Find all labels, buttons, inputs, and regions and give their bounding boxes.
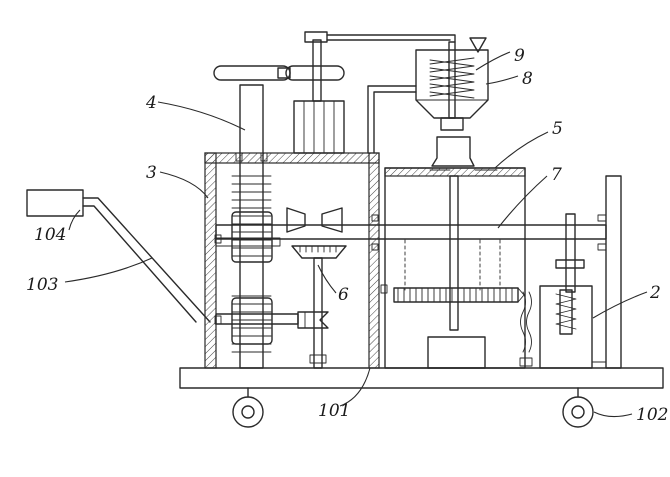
label-9: 9 [514, 46, 525, 66]
wheel-right [562, 387, 594, 428]
collection-tray [427, 336, 486, 369]
housing-3 [204, 152, 380, 369]
screw-9 [429, 41, 475, 119]
top-frame [304, 31, 456, 43]
label-4: 4 [145, 93, 157, 113]
label-102: 102 [636, 405, 668, 425]
label-8: 8 [522, 69, 533, 89]
motor-block [293, 39, 345, 154]
spring-assembly-2 [519, 213, 607, 369]
main-horizontal-shaft [215, 214, 607, 251]
bevel-gear-assembly-6 [286, 207, 347, 369]
handle [26, 189, 211, 323]
lower-horizontal-shaft [215, 311, 329, 329]
wheel-left [232, 387, 264, 428]
vertical-shaft-4 [213, 65, 345, 369]
label-2: 2 [649, 283, 661, 303]
feed-pipe [367, 85, 417, 154]
screen-7 [393, 287, 525, 303]
label-3: 3 [146, 163, 157, 183]
label-104: 104 [34, 225, 66, 245]
label-5: 5 [552, 119, 563, 139]
chute [431, 136, 475, 167]
chamber-5 [380, 167, 526, 369]
label-6: 6 [338, 285, 349, 305]
leader-lines [64, 51, 648, 418]
right-column [605, 175, 622, 369]
label-101: 101 [318, 401, 350, 421]
label-7: 7 [551, 165, 562, 185]
hopper-8 [415, 37, 489, 131]
base-plate [179, 367, 664, 389]
label-103: 103 [26, 275, 58, 295]
